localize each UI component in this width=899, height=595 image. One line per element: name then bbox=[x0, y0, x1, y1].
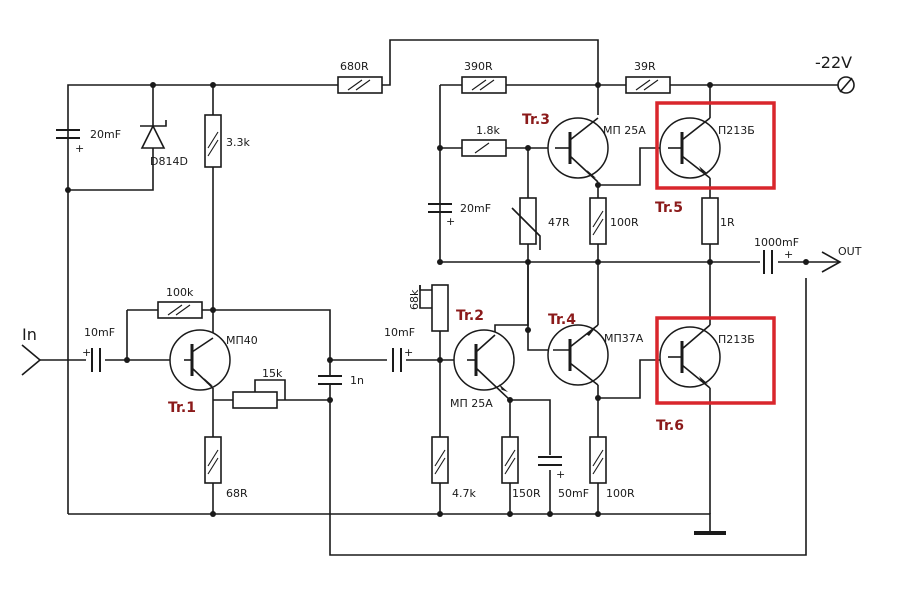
resistor-39r: 39R bbox=[625, 60, 671, 94]
part-tr4: МП37А bbox=[604, 332, 644, 345]
name-tr6: Tr.6 bbox=[656, 418, 684, 434]
capacitor-1n: 1n bbox=[318, 374, 364, 387]
label-20mf-left: 20mF bbox=[90, 128, 121, 141]
resistor-3k3: 3.3k bbox=[204, 114, 250, 168]
label-100r-upper: 100R bbox=[610, 216, 639, 229]
label-50mf: 50mF bbox=[558, 487, 589, 500]
capacitor-10mf-input: + 10mF bbox=[82, 326, 115, 372]
label-1n: 1n bbox=[350, 374, 364, 387]
name-tr4: Tr.4 bbox=[548, 312, 576, 328]
label-3k3: 3.3k bbox=[226, 136, 250, 149]
label-10mf-input: 10mF bbox=[84, 326, 115, 339]
transistor-tr1: МП40 Tr.1 bbox=[168, 329, 258, 416]
label-20mf-mid: 20mF bbox=[460, 202, 491, 215]
svg-text:+: + bbox=[404, 346, 413, 359]
part-tr6: П213Б bbox=[718, 333, 755, 346]
label-680r: 680R bbox=[340, 60, 369, 73]
part-tr3: МП 25А bbox=[603, 124, 646, 137]
junction-dots bbox=[65, 82, 809, 517]
capacitor-20mf-mid: + 20mF bbox=[428, 202, 491, 228]
label-47r: 47R bbox=[548, 216, 570, 229]
output-label: OUT bbox=[838, 245, 862, 258]
resistor-68r: 68R bbox=[204, 436, 248, 500]
label-100k: 100k bbox=[166, 286, 194, 299]
resistor-100k: 100k bbox=[157, 286, 203, 319]
svg-text:+: + bbox=[75, 142, 84, 155]
svg-text:+: + bbox=[556, 468, 565, 481]
part-tr2: МП 25А bbox=[450, 397, 493, 410]
transistor-tr4: МП37А Tr.4 bbox=[547, 312, 644, 386]
resistor-68k: 68k bbox=[408, 284, 449, 332]
label-390r: 390R bbox=[464, 60, 493, 73]
name-tr5: Tr.5 bbox=[655, 200, 683, 216]
highlight-box-tr6 bbox=[655, 316, 776, 405]
input-label: In bbox=[22, 325, 37, 344]
name-tr1: Tr.1 bbox=[168, 400, 196, 416]
label-1r: 1R bbox=[720, 216, 735, 229]
resistor-100r-upper: 100R bbox=[589, 197, 639, 245]
resistor-1k8: 1.8k bbox=[461, 124, 507, 157]
label-150r: 150R bbox=[512, 487, 541, 500]
label-1000mf: 1000mF bbox=[754, 236, 799, 249]
label-10mf-mid: 10mF bbox=[384, 326, 415, 339]
potentiometer-15k: 15k bbox=[232, 367, 286, 409]
transistor-tr6: П213Б Tr.6 bbox=[656, 324, 755, 434]
resistor-100r-lower: 100R bbox=[589, 436, 635, 500]
part-tr1: МП40 bbox=[226, 334, 258, 347]
zener-diode-d814d: D814D bbox=[140, 120, 188, 168]
output-terminal: OUT bbox=[820, 245, 862, 273]
svg-text:+: + bbox=[446, 215, 455, 228]
supply-label: -22V bbox=[815, 53, 852, 72]
transistor-tr3: МП 25А Tr.3 bbox=[522, 112, 646, 183]
label-15k: 15k bbox=[262, 367, 283, 380]
capacitor-50mf: + 50mF bbox=[538, 456, 589, 500]
thermistor-47r: 47R bbox=[511, 185, 570, 262]
label-100r-lower: 100R bbox=[606, 487, 635, 500]
transistor-tr5: П213Б Tr.5 bbox=[655, 117, 755, 216]
name-tr2: Tr.2 bbox=[456, 308, 484, 324]
capacitor-1000mf: + 1000mF bbox=[754, 236, 799, 274]
resistor-4k7: 4.7k bbox=[431, 436, 476, 500]
capacitor-20mf-left: + 20mF bbox=[56, 128, 121, 155]
label-4k7: 4.7k bbox=[452, 487, 476, 500]
label-1k8: 1.8k bbox=[476, 124, 500, 137]
svg-text:+: + bbox=[784, 248, 793, 261]
resistor-390r: 390R bbox=[461, 60, 507, 94]
label-39r: 39R bbox=[634, 60, 656, 73]
highlight-box-tr5 bbox=[655, 101, 776, 190]
input-terminal: In bbox=[21, 325, 42, 376]
supply-terminal: -22V bbox=[815, 53, 855, 94]
transistor-tr2: МП 25А Tr.2 bbox=[450, 308, 515, 410]
part-tr5: П213Б bbox=[718, 124, 755, 137]
name-tr3: Tr.3 bbox=[522, 112, 550, 128]
label-diode: D814D bbox=[150, 155, 188, 168]
svg-text:+: + bbox=[82, 346, 91, 359]
resistor-150r: 150R bbox=[501, 436, 541, 500]
label-68k: 68k bbox=[408, 289, 421, 310]
label-68r: 68R bbox=[226, 487, 248, 500]
resistor-680r: 680R bbox=[337, 60, 383, 94]
capacitor-10mf-mid: + 10mF bbox=[384, 326, 415, 372]
resistor-1r: 1R bbox=[701, 197, 735, 245]
